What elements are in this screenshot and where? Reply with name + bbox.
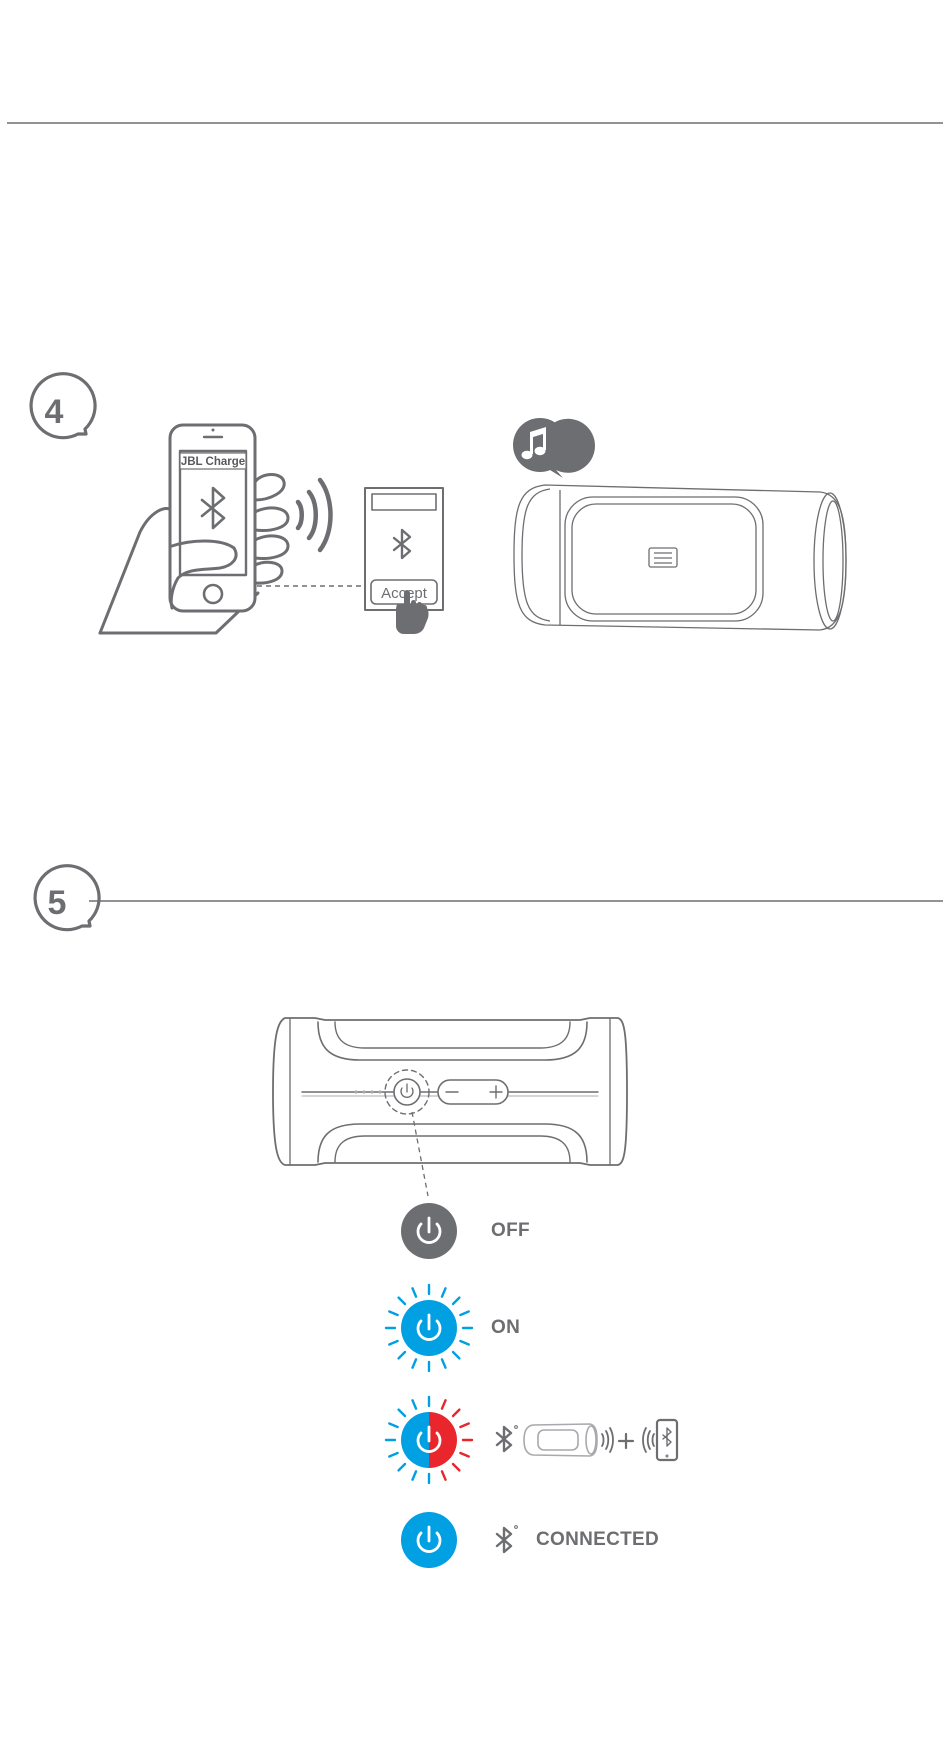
power-off-indicator: [401, 1203, 457, 1259]
blink-ray: [389, 1424, 397, 1428]
blink-ray: [399, 1464, 405, 1470]
step-5-number: 5: [48, 884, 67, 922]
step-4-number: 4: [45, 393, 64, 431]
blink-ray: [399, 1298, 405, 1304]
step-4-badge: 4: [31, 374, 95, 438]
connected-indicator: [401, 1512, 457, 1568]
blink-ray: [460, 1453, 468, 1457]
state-label-on: ON: [491, 1317, 520, 1339]
blink-ray: [453, 1410, 459, 1416]
blink-ray: [453, 1352, 459, 1358]
blink-ray: [389, 1453, 397, 1457]
wireless-signal-icon: [602, 1428, 613, 1452]
speaker-top-view: [273, 1018, 627, 1165]
blink-ray: [460, 1424, 468, 1428]
blink-ray: [413, 1471, 417, 1479]
jbl-charge-speaker: [514, 485, 846, 630]
blink-ray: [453, 1464, 459, 1470]
power-on-indicator: [386, 1285, 472, 1371]
bluetooth-icon: [497, 1526, 517, 1552]
phone-device-name: JBL Charge: [181, 456, 245, 468]
blink-ray: [442, 1400, 446, 1408]
step-5-badge: 5: [35, 866, 99, 930]
wireless-signal-icon: [643, 1428, 654, 1452]
mini-phone-icon: [657, 1420, 677, 1460]
mini-speaker-icon: [524, 1424, 597, 1456]
pairing-mode-indicator: [386, 1397, 472, 1483]
music-note-icon: [513, 418, 595, 478]
blink-ray: [413, 1359, 417, 1367]
blink-ray: [460, 1312, 468, 1316]
blink-ray: [389, 1312, 397, 1316]
blink-ray: [399, 1410, 405, 1416]
blink-ray: [442, 1288, 446, 1296]
blink-ray: [389, 1341, 397, 1345]
pairing-illustration: [497, 1420, 677, 1460]
state-label-connected: CONNECTED: [536, 1529, 659, 1551]
blink-ray: [413, 1288, 417, 1296]
wireless-signal-icon: [298, 480, 331, 550]
blink-ray: [399, 1352, 405, 1358]
blink-ray: [442, 1471, 446, 1479]
blink-ray: [460, 1341, 468, 1345]
bluetooth-icon: [497, 1426, 517, 1451]
plus-icon: [619, 1434, 633, 1448]
blink-ray: [442, 1359, 446, 1367]
blink-ray: [413, 1400, 417, 1408]
state-label-off: OFF: [491, 1220, 530, 1242]
blink-ray: [453, 1298, 459, 1304]
jbl-logo-icon: [649, 548, 677, 567]
